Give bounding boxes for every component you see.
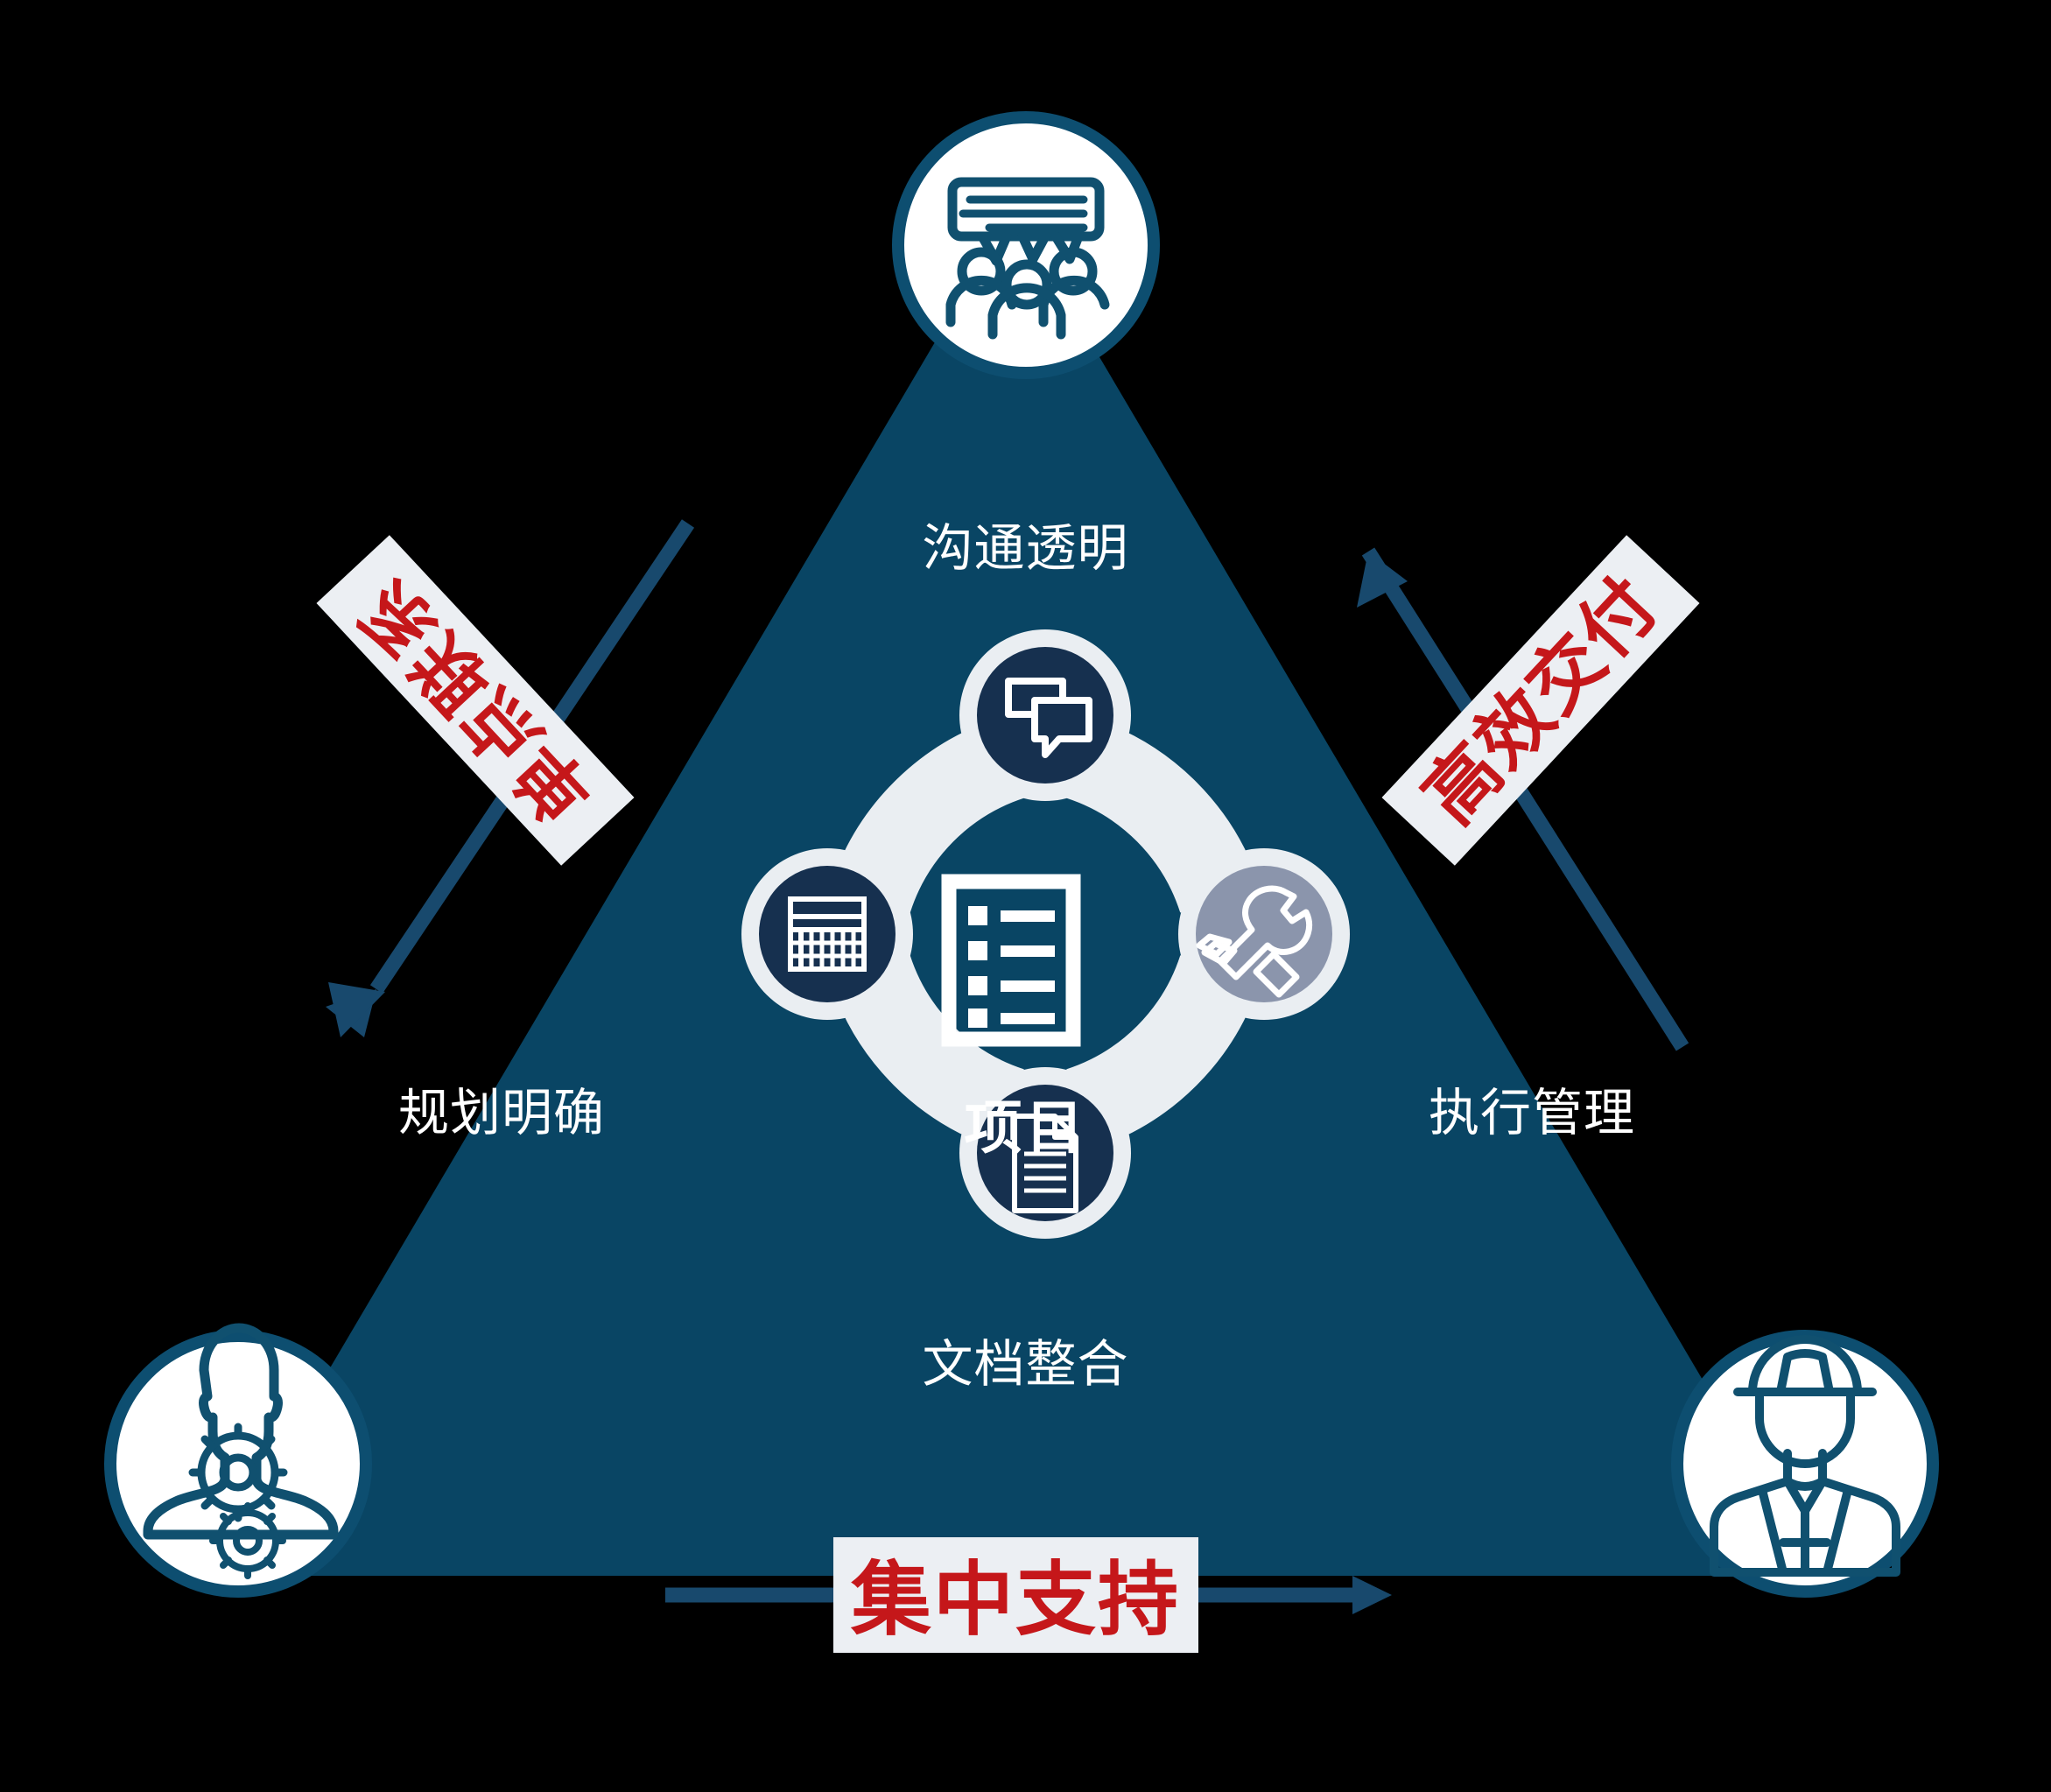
main-triangle — [207, 210, 1818, 1576]
person-gears-icon — [143, 1323, 339, 1579]
ring-label-documents: 文档整合 — [922, 1336, 1129, 1393]
chat-bubbles-icon — [1005, 678, 1092, 758]
wrench-hand-icon — [1196, 885, 1312, 998]
ring-node-communication[interactable] — [959, 629, 1131, 801]
document-page-icon — [1012, 1114, 1078, 1213]
ring-label-planning: 规划明确 — [397, 1085, 605, 1142]
banner-single-point-of-contact[interactable]: 单点联系 — [316, 535, 635, 866]
calendar-icon — [788, 896, 867, 972]
ring-node-execution[interactable] — [1178, 848, 1350, 1020]
ring-label-execution: 执行管理 — [1428, 1085, 1635, 1142]
center-title: 项目 — [964, 1095, 1087, 1160]
banner-centralized-support[interactable]: 集中支持 — [833, 1537, 1198, 1653]
corner-service-manager[interactable] — [104, 1323, 372, 1598]
ring-node-planning[interactable] — [741, 848, 913, 1020]
ring-node-documents[interactable] — [959, 1067, 1131, 1239]
corner-field-worker[interactable] — [1671, 1330, 1939, 1598]
people-speech-bubble-icon — [945, 177, 1110, 340]
banner-bottom-text: 集中支持 — [850, 1556, 1180, 1645]
corner-stakeholders[interactable] — [892, 111, 1160, 379]
hardhat-worker-icon — [1710, 1335, 1900, 1577]
banner-right-text: 高效交付 — [1408, 562, 1673, 839]
checklist-icon — [941, 874, 1081, 1047]
right-side-arrow — [1357, 547, 1689, 1051]
ring-label-communication: 沟通透明 — [922, 520, 1129, 577]
